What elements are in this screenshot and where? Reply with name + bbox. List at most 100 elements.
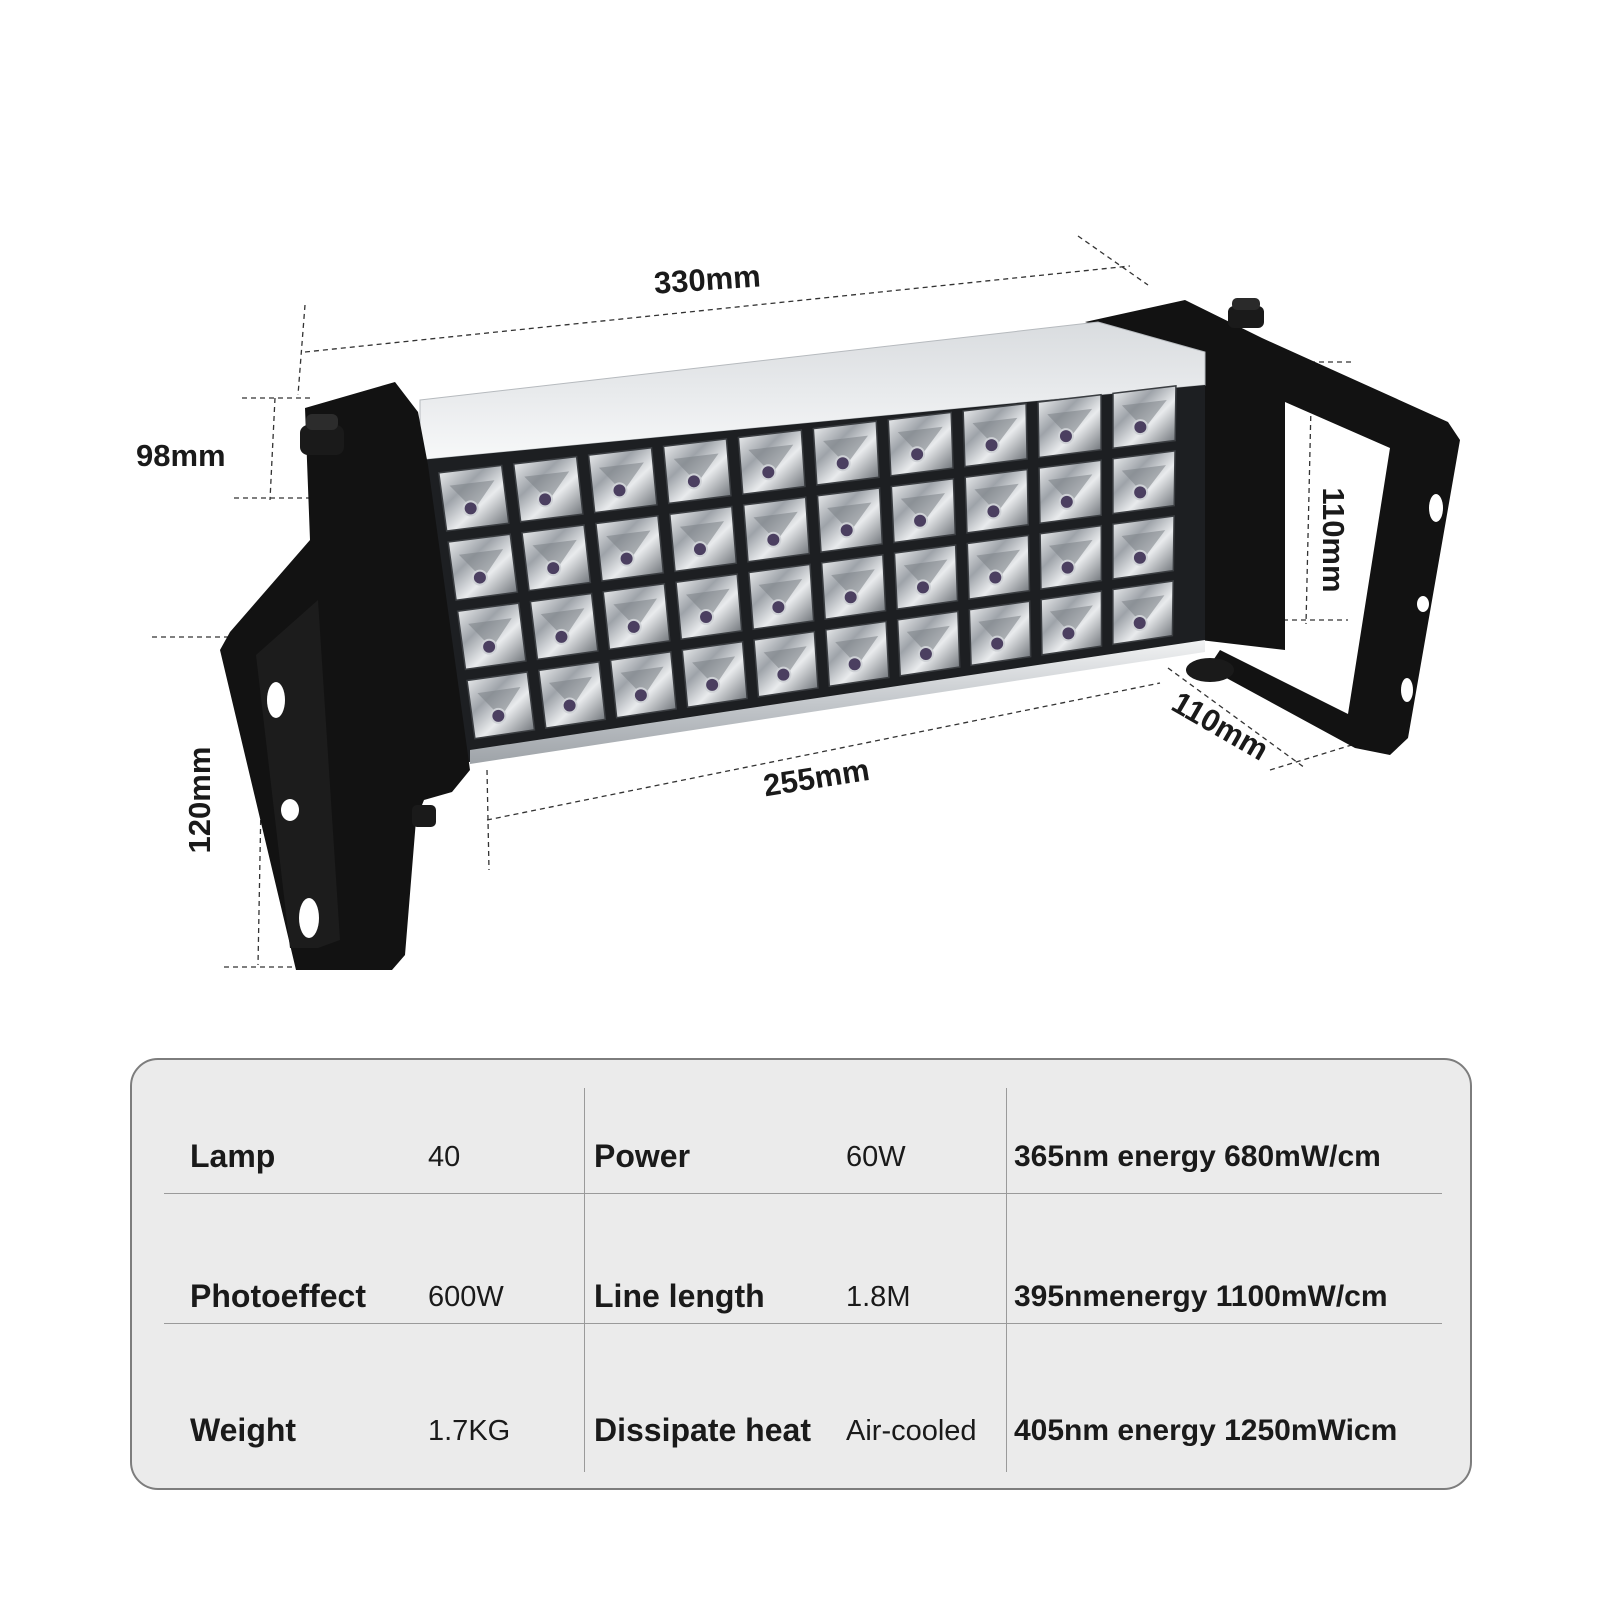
led-facet [972, 417, 1018, 448]
divider [164, 1193, 1442, 1194]
led-facet [532, 539, 577, 570]
led-facet [1049, 605, 1093, 635]
led-chip [1132, 484, 1149, 501]
spec-value-power: 60W [846, 1141, 906, 1173]
led-facet [758, 578, 803, 609]
led-chip [834, 455, 851, 472]
spec-label-power: Power [594, 1138, 691, 1174]
led-chip [1132, 419, 1149, 436]
led-facet [449, 480, 495, 511]
led-chip [698, 609, 715, 626]
led-chip [760, 464, 777, 481]
led-chip [1131, 615, 1148, 632]
dim-bracket-height: 120mm [182, 747, 217, 854]
led-facet [831, 569, 875, 599]
led-facet [468, 618, 512, 649]
led-chip [912, 512, 929, 529]
uv-lamp-illustration: 330mm 98mm 120mm 255mm 110mm 110mm [136, 235, 1460, 970]
led-chip [685, 473, 702, 490]
led-facet [906, 625, 950, 656]
led-facet [900, 493, 946, 523]
led-facet [685, 588, 730, 619]
led-chip [1131, 549, 1148, 566]
led-chip [704, 676, 721, 693]
led-facet [1048, 474, 1093, 504]
spec-value-lamp: 40 [428, 1141, 461, 1173]
led-facet [599, 462, 644, 493]
led-chip [632, 687, 649, 704]
divider [1006, 1088, 1007, 1472]
led-grid [437, 385, 1177, 740]
dim-length-total: 330mm [653, 258, 762, 300]
led-facet [903, 559, 948, 590]
led-chip [625, 618, 642, 635]
led-facet [1121, 399, 1167, 430]
led-chip [490, 707, 507, 724]
led-chip [985, 503, 1002, 520]
led-facet [679, 521, 725, 551]
dimension-lines [152, 235, 1369, 968]
led-chip [987, 569, 1004, 586]
divider [164, 1323, 1442, 1324]
led-chip [611, 482, 628, 499]
dim-depth-bottom: 110mm [1166, 684, 1275, 767]
led-chip [618, 550, 635, 567]
led-chip [842, 589, 859, 606]
left-bracket [220, 382, 470, 970]
led-facet [753, 511, 798, 542]
led-facet [1121, 465, 1166, 495]
led-chip [561, 697, 578, 714]
spec-label-dissipate-heat: Dissipate heat [594, 1412, 811, 1448]
led-chip [1057, 428, 1074, 445]
led-chip [765, 531, 782, 548]
spec-label-line-length: Line length [594, 1278, 765, 1314]
led-chip [545, 560, 562, 577]
spec-label-lamp: Lamp [190, 1138, 276, 1174]
right-bracket [1085, 298, 1460, 755]
led-facet [835, 636, 879, 666]
led-chip [989, 635, 1006, 652]
led-chip [553, 628, 570, 645]
led-facet [524, 471, 570, 502]
spec-label-weight: Weight [190, 1412, 297, 1448]
dim-length-light: 255mm [761, 752, 872, 803]
led-facet [673, 453, 719, 484]
spec-label-photoeffect: Photoeffect [190, 1278, 366, 1314]
led-chip [537, 491, 554, 508]
spec-value-photoeffect: 600W [428, 1281, 504, 1313]
led-facet [620, 666, 664, 697]
spec-value-line-length: 1.8M [846, 1281, 911, 1313]
spec-value-weight: 1.7KG [428, 1415, 511, 1447]
led-facet [974, 483, 1019, 514]
dim-depth-side: 110mm [1316, 487, 1351, 592]
led-facet [692, 656, 736, 687]
spec-table: Lamp 40 Power 60W 365nm energy 680mW/cm … [130, 1058, 1472, 1490]
led-chip [462, 500, 479, 517]
led-chip [914, 579, 931, 596]
led-chip [909, 446, 926, 463]
spec-energy-395nm: 395nmenergy 1100mW/cm [1014, 1280, 1388, 1313]
led-facet [1049, 539, 1093, 570]
spec-energy-365nm: 365nm energy 680mW/cm [1014, 1140, 1381, 1173]
led-chip [471, 569, 488, 586]
led-facet [827, 502, 872, 532]
led-facet [763, 646, 807, 677]
led-facet [1121, 530, 1166, 560]
led-facet [540, 608, 585, 639]
led-facet [1121, 595, 1165, 625]
led-chip [983, 437, 1000, 454]
led-chip [1060, 625, 1077, 642]
led-chip [481, 638, 498, 655]
led-facet [606, 530, 651, 561]
led-facet [477, 686, 521, 718]
dim-height-body: 98mm [136, 438, 226, 473]
led-facet [613, 598, 657, 629]
led-facet [458, 549, 504, 580]
led-facet [549, 676, 592, 707]
led-chip [770, 599, 787, 616]
led-chip [691, 541, 708, 558]
divider [584, 1088, 585, 1472]
led-facet [976, 549, 1020, 580]
led-chip [838, 522, 855, 539]
led-facet [978, 615, 1022, 646]
